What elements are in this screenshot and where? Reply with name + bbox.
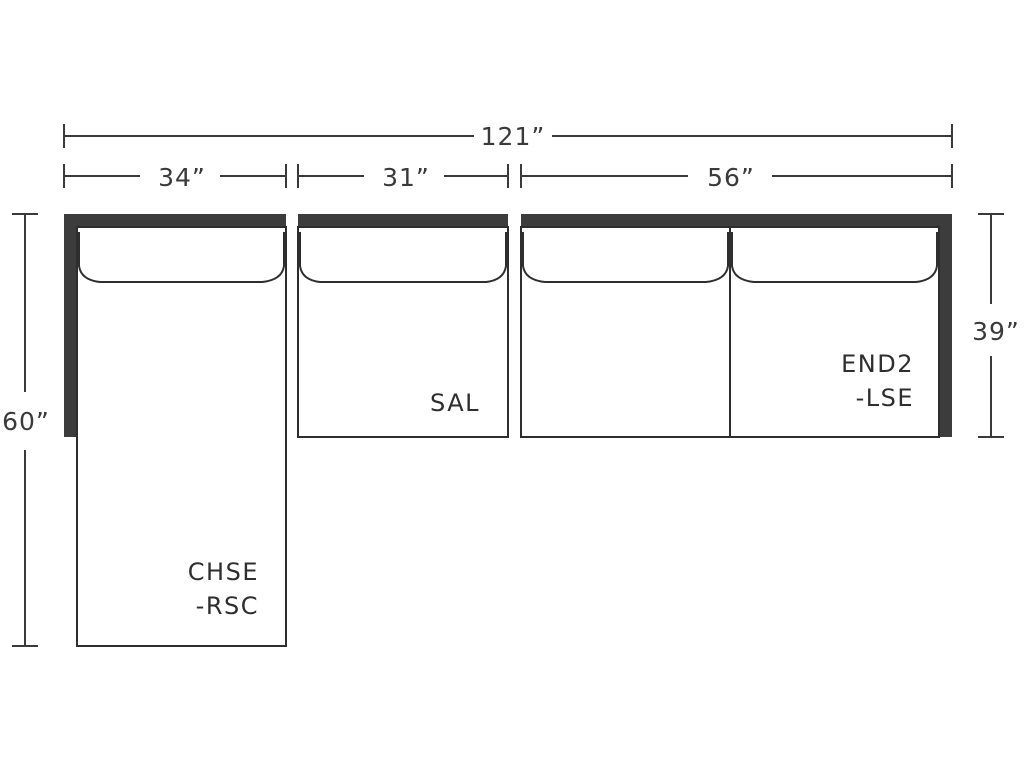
armless-width-dimension: 31”: [297, 163, 509, 192]
chaise-depth-dimension: 60”: [2, 213, 50, 647]
chaise-piece: CHSE -RSC: [64, 214, 287, 647]
end-width-label: 56”: [707, 163, 755, 192]
chaise-label-line1: CHSE: [188, 558, 259, 586]
seat-depth-dimension: 39”: [972, 213, 1020, 438]
end-label-line2: -LSE: [856, 384, 914, 412]
overall-width-dimension: 121”: [63, 122, 953, 151]
end-piece: END2 -LSE: [520, 214, 952, 438]
overall-width-label: 121”: [481, 122, 546, 151]
chaise-width-dimension: 34”: [63, 163, 287, 192]
chaise-label-line2: -RSC: [196, 592, 259, 620]
chaise-depth-label: 60”: [2, 407, 50, 436]
armless-width-label: 31”: [382, 163, 430, 192]
armless-piece: SAL: [297, 214, 509, 438]
armless-label: SAL: [430, 389, 480, 417]
seat-depth-label: 39”: [972, 317, 1020, 346]
end-width-dimension: 56”: [520, 163, 953, 192]
end-label-line1: END2: [841, 350, 914, 378]
chaise-width-label: 34”: [158, 163, 206, 192]
